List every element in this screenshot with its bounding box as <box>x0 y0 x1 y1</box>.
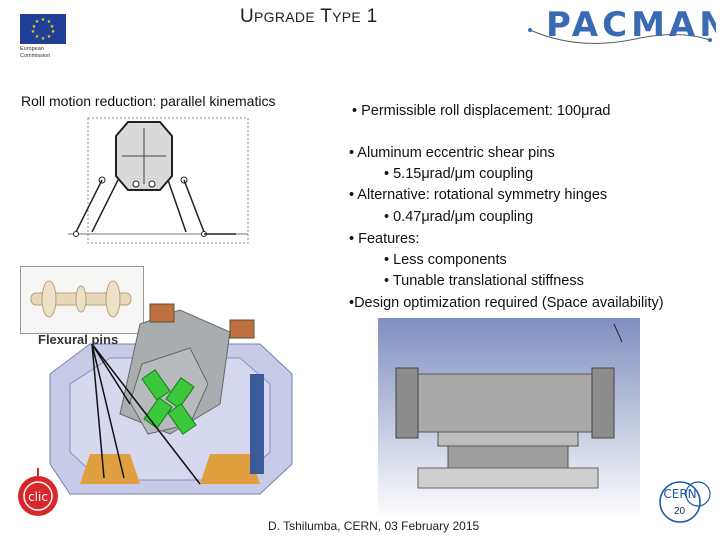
european-commission-logo: ★ ★ ★ ★ ★ ★ ★ ★ ★ ★ European Commission <box>20 14 66 66</box>
eu-logo-text: European Commission <box>20 46 51 59</box>
clic-logo-text: clic <box>28 490 48 504</box>
svg-text:★: ★ <box>41 17 46 23</box>
bullet-item: • 0.47μrad/μm coupling <box>384 209 534 225</box>
svg-text:★: ★ <box>51 29 56 35</box>
flexural-pin-image <box>20 266 144 334</box>
bullet-item: • Tunable translational stiffness <box>384 273 584 289</box>
bullet-item: • Features: <box>349 231 420 247</box>
svg-text:★: ★ <box>31 29 36 35</box>
pacman-logo: PACMAN <box>520 0 720 52</box>
bullet-item: • Aluminum eccentric shear pins <box>349 145 555 161</box>
clic-logo: clic <box>14 466 62 524</box>
bullet-item: • 5.15μrad/μm coupling <box>384 166 534 182</box>
svg-text:★: ★ <box>35 19 40 25</box>
support-assembly-render <box>30 284 300 502</box>
bullet-item: • Permissible roll displacement: 100μrad <box>352 103 611 119</box>
svg-text:★: ★ <box>47 34 52 40</box>
left-caption: Roll motion reduction: parallel kinemati… <box>21 93 276 109</box>
cad-render <box>378 318 640 520</box>
bullet-item: • Alternative: rotational symmetry hinge… <box>349 187 608 203</box>
page-number: 20 <box>674 506 686 517</box>
svg-text:★: ★ <box>35 34 40 40</box>
svg-text:★: ★ <box>41 36 46 42</box>
cern-logo: CERN <box>652 474 714 532</box>
kinematics-diagram <box>58 114 298 254</box>
flexural-pins-label: Flexural pins <box>38 332 119 347</box>
eu-flag-icon: ★ ★ ★ ★ ★ ★ ★ ★ ★ ★ <box>20 14 66 44</box>
svg-text:★: ★ <box>47 19 52 25</box>
bullet-item: •Design optimization required (Space ava… <box>349 295 664 311</box>
svg-text:★: ★ <box>32 24 37 30</box>
footer-author: D. Tshilumba, CERN, 03 February 2015 <box>268 519 480 533</box>
slide-title: UPGRADE TYPE 1 <box>240 6 378 27</box>
bullet-item: • Less components <box>384 252 507 268</box>
cern-logo-text: CERN <box>663 487 696 501</box>
pacman-logo-text: PACMAN <box>546 5 716 45</box>
svg-text:★: ★ <box>50 24 55 30</box>
